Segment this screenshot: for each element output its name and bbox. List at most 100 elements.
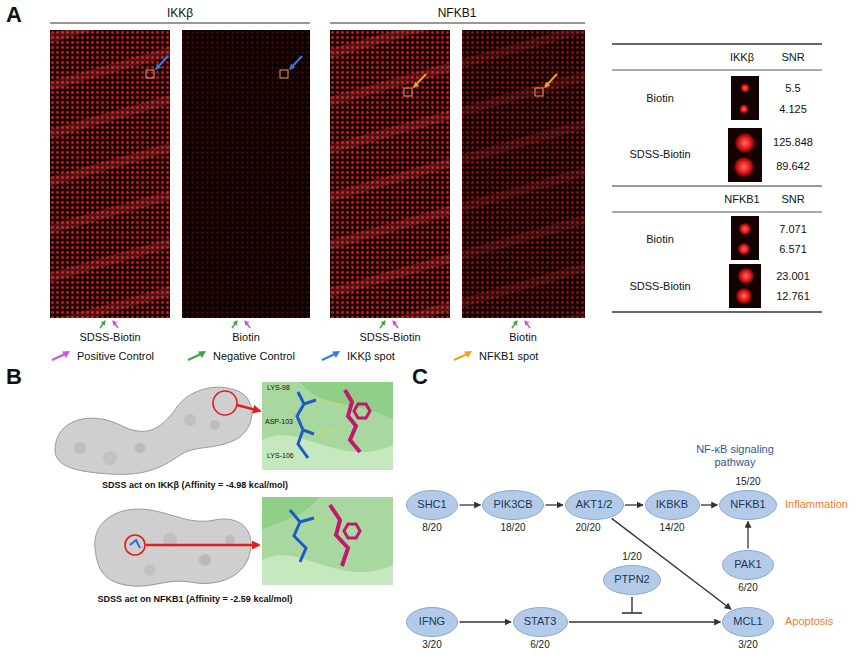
table-rule (612, 44, 822, 312)
docking-zoom (354, 404, 370, 418)
docking-zoom (262, 555, 393, 585)
docking-zoom (262, 497, 393, 585)
node-ellipse (604, 566, 661, 595)
hit-count: 18/20 (500, 522, 525, 534)
legend-text: NFKB1 spot (479, 350, 538, 362)
legend-swatch (188, 354, 201, 360)
gene-name: PAK1 (734, 558, 761, 571)
spot-thumbnail (736, 288, 752, 304)
spot-marker (545, 74, 557, 87)
docking-zoom (314, 428, 346, 434)
legend-entry: Positive Control (50, 350, 154, 362)
docking-zoom (314, 518, 332, 522)
legend-swatch (464, 351, 472, 358)
table-rule (612, 43, 822, 45)
docking-zoom (262, 382, 393, 470)
protein-surface (144, 564, 156, 576)
docking-zoom (345, 390, 360, 452)
pathway-arrow (460, 621, 512, 622)
binding-site-callout (125, 391, 260, 555)
legend-text: Negative Control (213, 350, 295, 362)
pathway-arrow (747, 522, 748, 549)
table-cell: 12.761 (776, 290, 810, 303)
residue-label: ASP-103 (265, 418, 293, 426)
node-ellipse (513, 608, 567, 637)
docking-zoom (316, 400, 343, 405)
table-rule (612, 311, 822, 313)
panel-header: IKKβ (167, 6, 193, 20)
hit-count: 20/20 (575, 522, 600, 534)
control-arrow (245, 321, 250, 328)
microarray-image (462, 30, 585, 318)
hit-count: 14/20 (659, 522, 684, 534)
microarray-image (330, 30, 450, 318)
spot-thumbnail (741, 84, 750, 93)
control-arrow (113, 321, 118, 328)
gene-name: MCL1 (733, 615, 762, 628)
protein-surface (135, 443, 145, 453)
legend-swatch (62, 351, 70, 358)
hit-count: 1/20 (622, 551, 641, 563)
table-cell: SNR (781, 193, 804, 206)
legend-swatch (332, 351, 340, 358)
hit-count: 3/20 (422, 639, 441, 651)
table-rule (612, 70, 822, 71)
residue-label: LYS-106 (267, 452, 294, 460)
docking-zoom (304, 400, 316, 404)
node-ellipse (720, 491, 777, 520)
docking-zoom (303, 430, 314, 434)
table-cell: SNR (781, 51, 804, 64)
legend-swatch (50, 350, 72, 362)
table-cell: 23.001 (776, 270, 810, 283)
pathway-arrow (625, 504, 643, 505)
spot-thumbnail (728, 128, 762, 182)
protein-surface (55, 387, 252, 474)
header-rule (50, 23, 585, 24)
docking-caption: SDSS act on IKKβ (Affinity = -4.98 kcal/… (102, 480, 288, 491)
legend-swatch (322, 354, 335, 360)
spot-thumbnail (739, 223, 751, 235)
node-ellipse (565, 491, 623, 520)
spot-marker (290, 56, 302, 69)
control-arrow (100, 321, 530, 328)
table-cell: 125.848 (773, 136, 813, 149)
hit-count: 8/20 (422, 522, 441, 534)
docking-zoom (300, 518, 314, 522)
microarray-image (50, 30, 585, 318)
spot-thumbnail (729, 264, 761, 308)
header-rule (50, 22, 310, 23)
node-ellipse (723, 608, 774, 637)
microarray-image (182, 30, 310, 318)
legend-swatch (198, 351, 206, 358)
spot-thumbnail (731, 216, 759, 260)
header-rule (330, 22, 585, 23)
gene-name: AKT1/2 (576, 498, 613, 511)
binding-site-callout (130, 540, 140, 548)
table-cell: NFKB1 (724, 193, 759, 206)
legend-entry: NFKB1 spot (452, 350, 538, 362)
docking-caption: SDSS act on NFKB1 (Affinity = -2.59 kcal… (98, 594, 293, 605)
control-arrow (380, 321, 385, 328)
hit-count: 3/20 (738, 639, 757, 651)
image-caption: Biotin (509, 331, 537, 344)
protein-surface (225, 535, 235, 545)
gene-node: IKBKB14/20 (645, 490, 700, 520)
microarray-image (50, 30, 170, 318)
spot-marker (146, 56, 557, 96)
inhibition-bar (631, 597, 632, 613)
spot-marker (535, 88, 543, 96)
node-ellipse (723, 551, 774, 580)
gene-node: PTPN21/20 (603, 565, 661, 595)
spot-marker (404, 88, 412, 96)
node-ellipse (483, 491, 544, 520)
legend-entry: Negative Control (186, 350, 295, 362)
outcome-label: Apoptosis (785, 615, 833, 628)
spot-thumbnail (735, 133, 755, 153)
table-cell: SDSS-Biotin (629, 148, 690, 161)
pathway-arrow (569, 621, 721, 622)
binding-site-callout (125, 535, 145, 555)
docking-zoom (262, 435, 393, 470)
spot-thumbnail (728, 76, 762, 308)
binding-site-callout (213, 391, 237, 415)
residue-label: LYS-98 (267, 384, 290, 392)
